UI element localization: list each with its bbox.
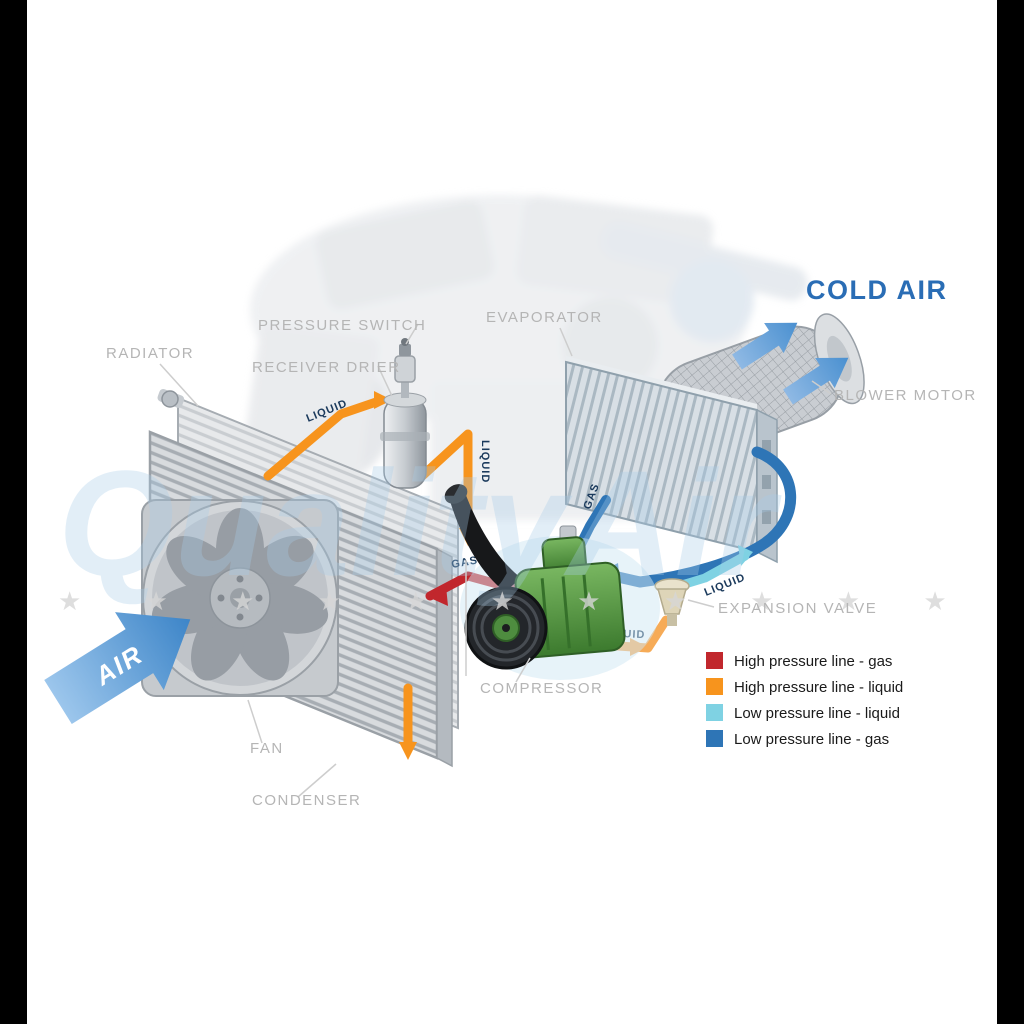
- left-black-bar: [0, 0, 27, 1024]
- legend-label-high-liquid: High pressure line - liquid: [734, 679, 903, 696]
- fan-label: FAN: [250, 740, 284, 757]
- cold-air-arrow-icon: [783, 357, 849, 405]
- evaporator: [565, 356, 778, 564]
- pressure-switch: [394, 338, 416, 398]
- legend-label-low-gas: Low pressure line - gas: [734, 731, 889, 748]
- liquid-flow-label: LIQUID: [479, 440, 491, 483]
- compressor-label: COMPRESSOR: [480, 680, 603, 697]
- pressure-switch-label: PRESSURE SWITCH: [258, 317, 426, 334]
- legend-swatch-high-gas: [706, 652, 723, 669]
- legend-swatch-high-liquid: [706, 678, 723, 695]
- expansion-valve-label: EXPANSION VALVE: [718, 600, 877, 617]
- right-black-bar: [997, 0, 1024, 1024]
- component-labels: RADIATOR PRESSURE SWITCH RECEIVER DRIER …: [106, 275, 977, 809]
- compressor-belt: [449, 490, 521, 592]
- legend-item: Low pressure line - gas: [706, 730, 889, 748]
- cold-air-arrow-icon: [732, 322, 798, 370]
- compressor: [444, 484, 660, 680]
- legend-item: High pressure line - gas: [706, 652, 892, 670]
- legend-item: Low pressure line - liquid: [706, 704, 900, 722]
- pipe-arrow-icon: [374, 391, 392, 409]
- legend-label-high-gas: High pressure line - gas: [734, 653, 892, 670]
- legend-label-low-liquid: Low pressure line - liquid: [734, 705, 900, 722]
- pipe-arrow-icon: [428, 586, 448, 606]
- legend-swatch-low-gas: [706, 730, 723, 747]
- radiator-label: RADIATOR: [106, 345, 194, 362]
- low-pressure-gas-return-pipe: [590, 446, 797, 588]
- evaporator-label: EVAPORATOR: [486, 309, 603, 326]
- watermark-text: QualityAir: [58, 439, 782, 607]
- receiver-drier-label: RECEIVER DRIER: [252, 359, 401, 376]
- pipe-arrow-icon: [738, 545, 753, 566]
- high-pressure-liquid-pipe: [415, 429, 473, 533]
- legend-swatch-low-liquid: [706, 704, 723, 721]
- pipe-arrow-icon: [399, 742, 417, 760]
- air-arrow-icon: [44, 612, 191, 725]
- gas-flow-label: GAS: [450, 554, 479, 570]
- fan: [141, 499, 339, 697]
- watermark: QualityAir ★ ★ ★ ★ ★ ★ ★ ★ ★ ★ ★ ★: [58, 439, 1024, 616]
- cold-air-label: COLD AIR: [806, 275, 948, 305]
- legend-item: High pressure line - liquid: [706, 678, 903, 696]
- watermark-stars: ★ ★ ★ ★ ★ ★ ★ ★ ★ ★ ★ ★: [58, 586, 1024, 616]
- condenser-label: CONDENSER: [252, 792, 361, 809]
- cold-air-arrows: [732, 322, 849, 405]
- legend: High pressure line - gas High pressure l…: [706, 652, 903, 748]
- blower-motor-label: BLOWER MOTOR: [834, 387, 977, 404]
- high-pressure-liquid-pipe: [263, 395, 387, 481]
- leader-lines: [159, 323, 832, 798]
